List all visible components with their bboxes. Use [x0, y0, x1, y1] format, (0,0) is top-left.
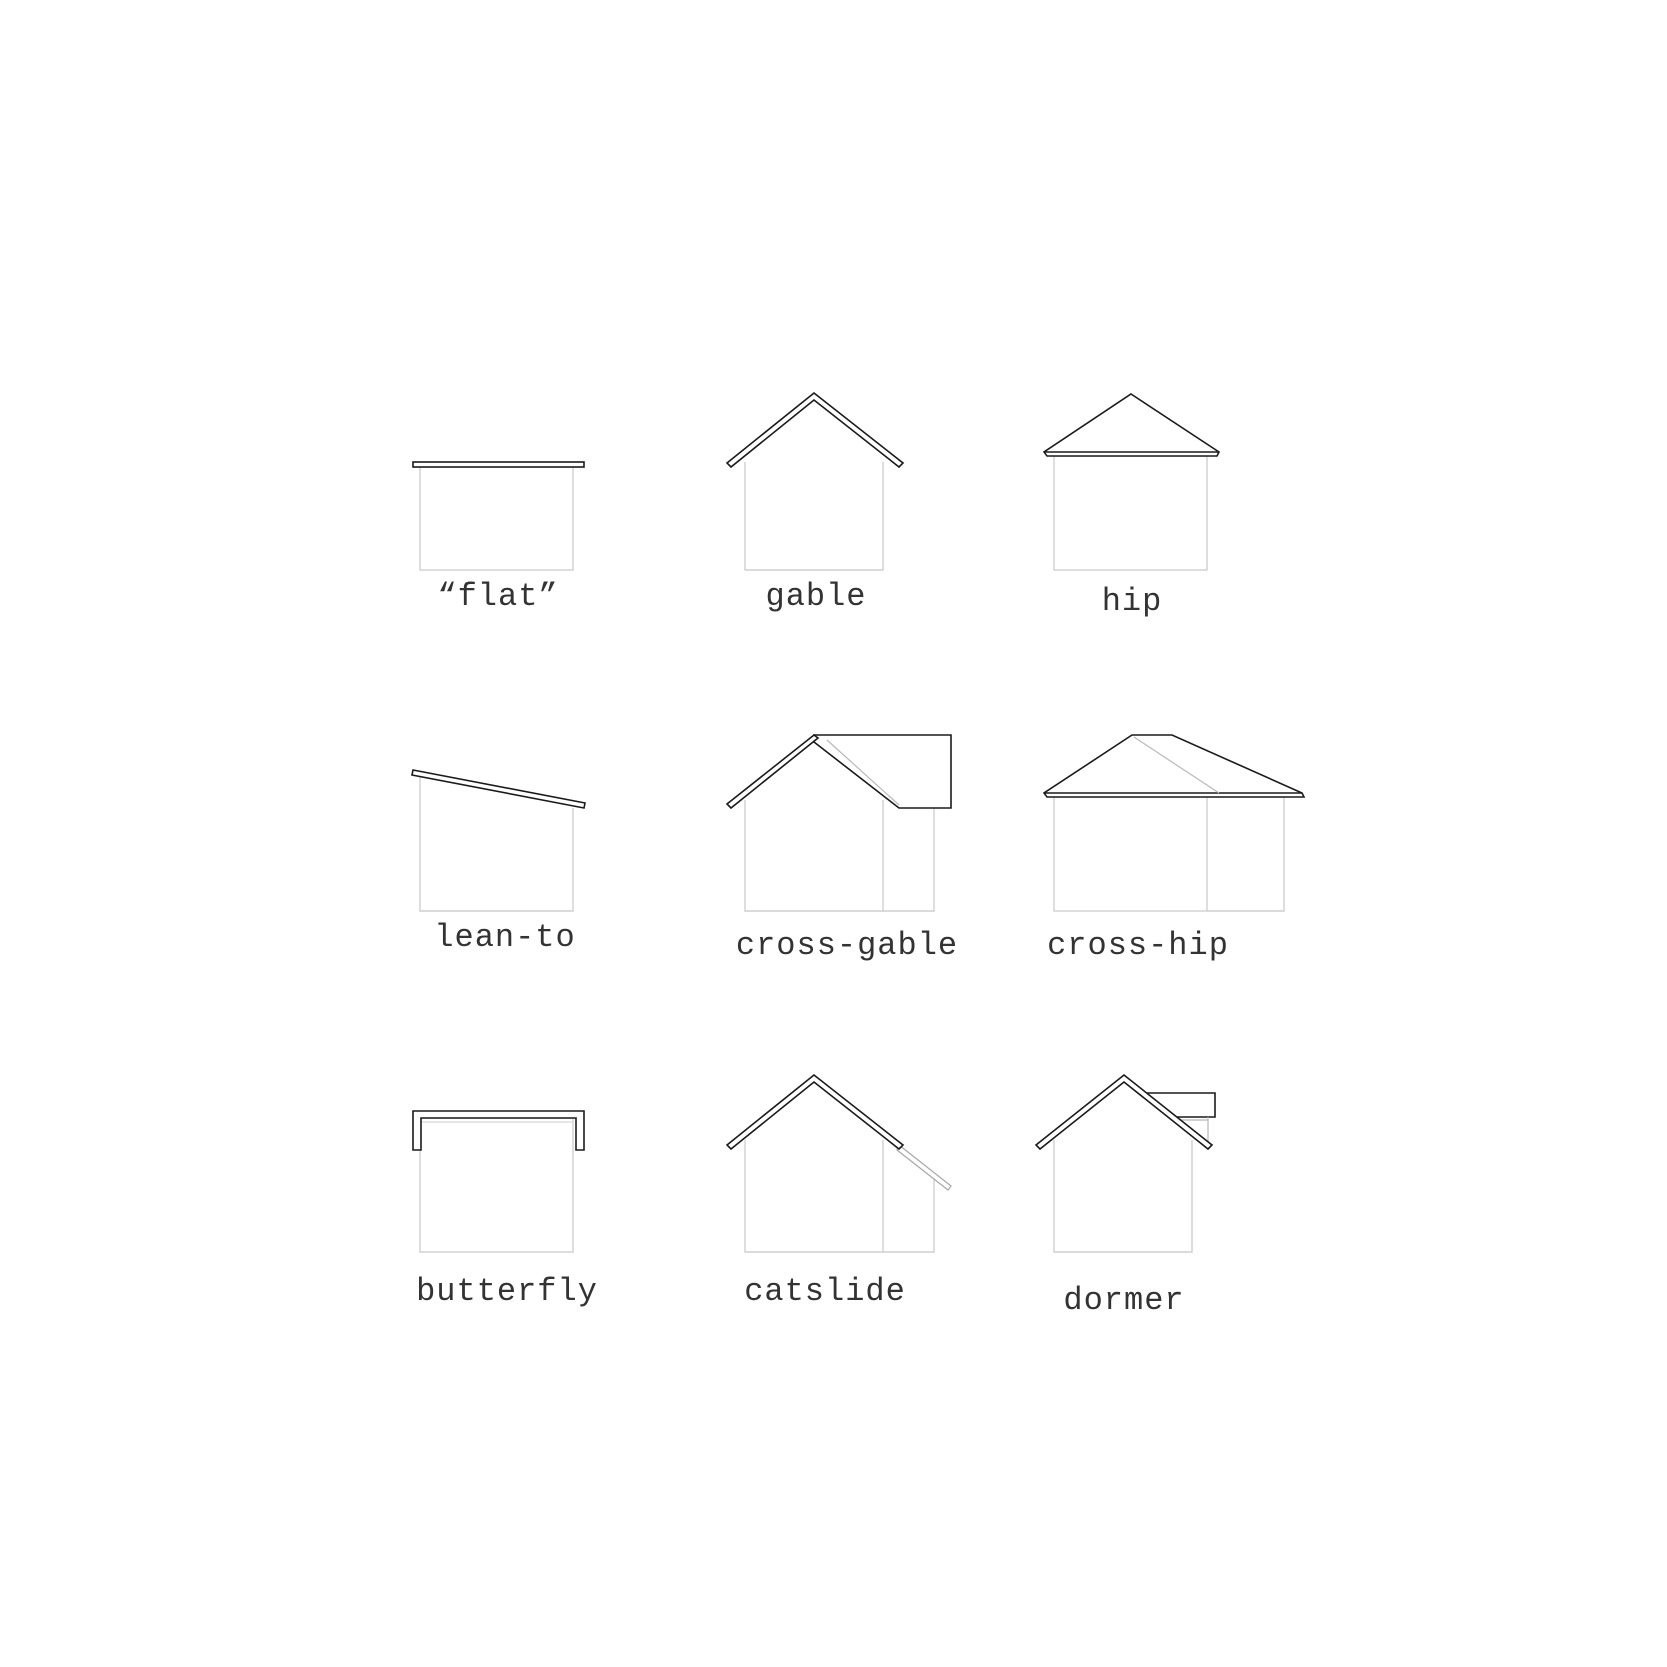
roof-hip-drawing — [1042, 393, 1221, 571]
roof-cross-hip-drawing — [1042, 734, 1306, 912]
roof-flat-drawing — [412, 461, 585, 571]
catslide-wall-lean — [883, 1172, 935, 1253]
cross-hip-wall-wing — [1207, 796, 1285, 912]
gable-roof — [725, 391, 905, 469]
roof-cross-gable-drawing — [725, 733, 952, 912]
dormer-main-roof — [1034, 1073, 1214, 1151]
butterfly-roof — [412, 1110, 585, 1151]
roof-catslide-drawing — [725, 1073, 952, 1253]
flat-wall — [419, 465, 574, 571]
label-catslide: catslide — [744, 1273, 906, 1310]
label-cross-gable: cross-gable — [736, 927, 958, 964]
lean-to-wall — [419, 776, 574, 912]
cross-hip-roof — [1042, 734, 1306, 798]
label-flat: “flat” — [437, 578, 558, 615]
catslide-wall-main — [744, 1140, 884, 1253]
roof-butterfly-drawing — [412, 1110, 585, 1253]
cross-hip-valley — [1133, 736, 1220, 794]
lean-to-roof — [411, 769, 586, 809]
label-gable: gable — [765, 578, 866, 615]
dormer-wall — [1053, 1140, 1193, 1253]
hip-roof — [1042, 393, 1221, 457]
butterfly-wall — [419, 1117, 574, 1253]
label-hip: hip — [1102, 583, 1163, 620]
cross-gable-main-roof — [725, 733, 820, 810]
roof-dormer-drawing — [1034, 1073, 1216, 1253]
gable-wall — [744, 462, 884, 571]
roof-gable-drawing — [725, 391, 905, 571]
label-cross-hip: cross-hip — [1047, 927, 1229, 964]
roof-lean-to-drawing — [411, 769, 586, 912]
catslide-extension-roof — [896, 1144, 952, 1191]
cross-gable-wing-roof — [813, 734, 952, 809]
label-dormer: dormer — [1063, 1282, 1184, 1319]
label-butterfly: butterfly — [416, 1273, 598, 1310]
cross-gable-wall-main — [744, 800, 883, 912]
label-lean-to: lean-to — [434, 919, 575, 956]
hip-wall — [1053, 455, 1208, 571]
cross-hip-wall-main — [1053, 796, 1208, 912]
catslide-roof — [725, 1073, 905, 1151]
cross-gable-wall-wing — [882, 800, 935, 912]
cross-gable-valley — [826, 739, 900, 806]
flat-roof — [412, 461, 585, 468]
